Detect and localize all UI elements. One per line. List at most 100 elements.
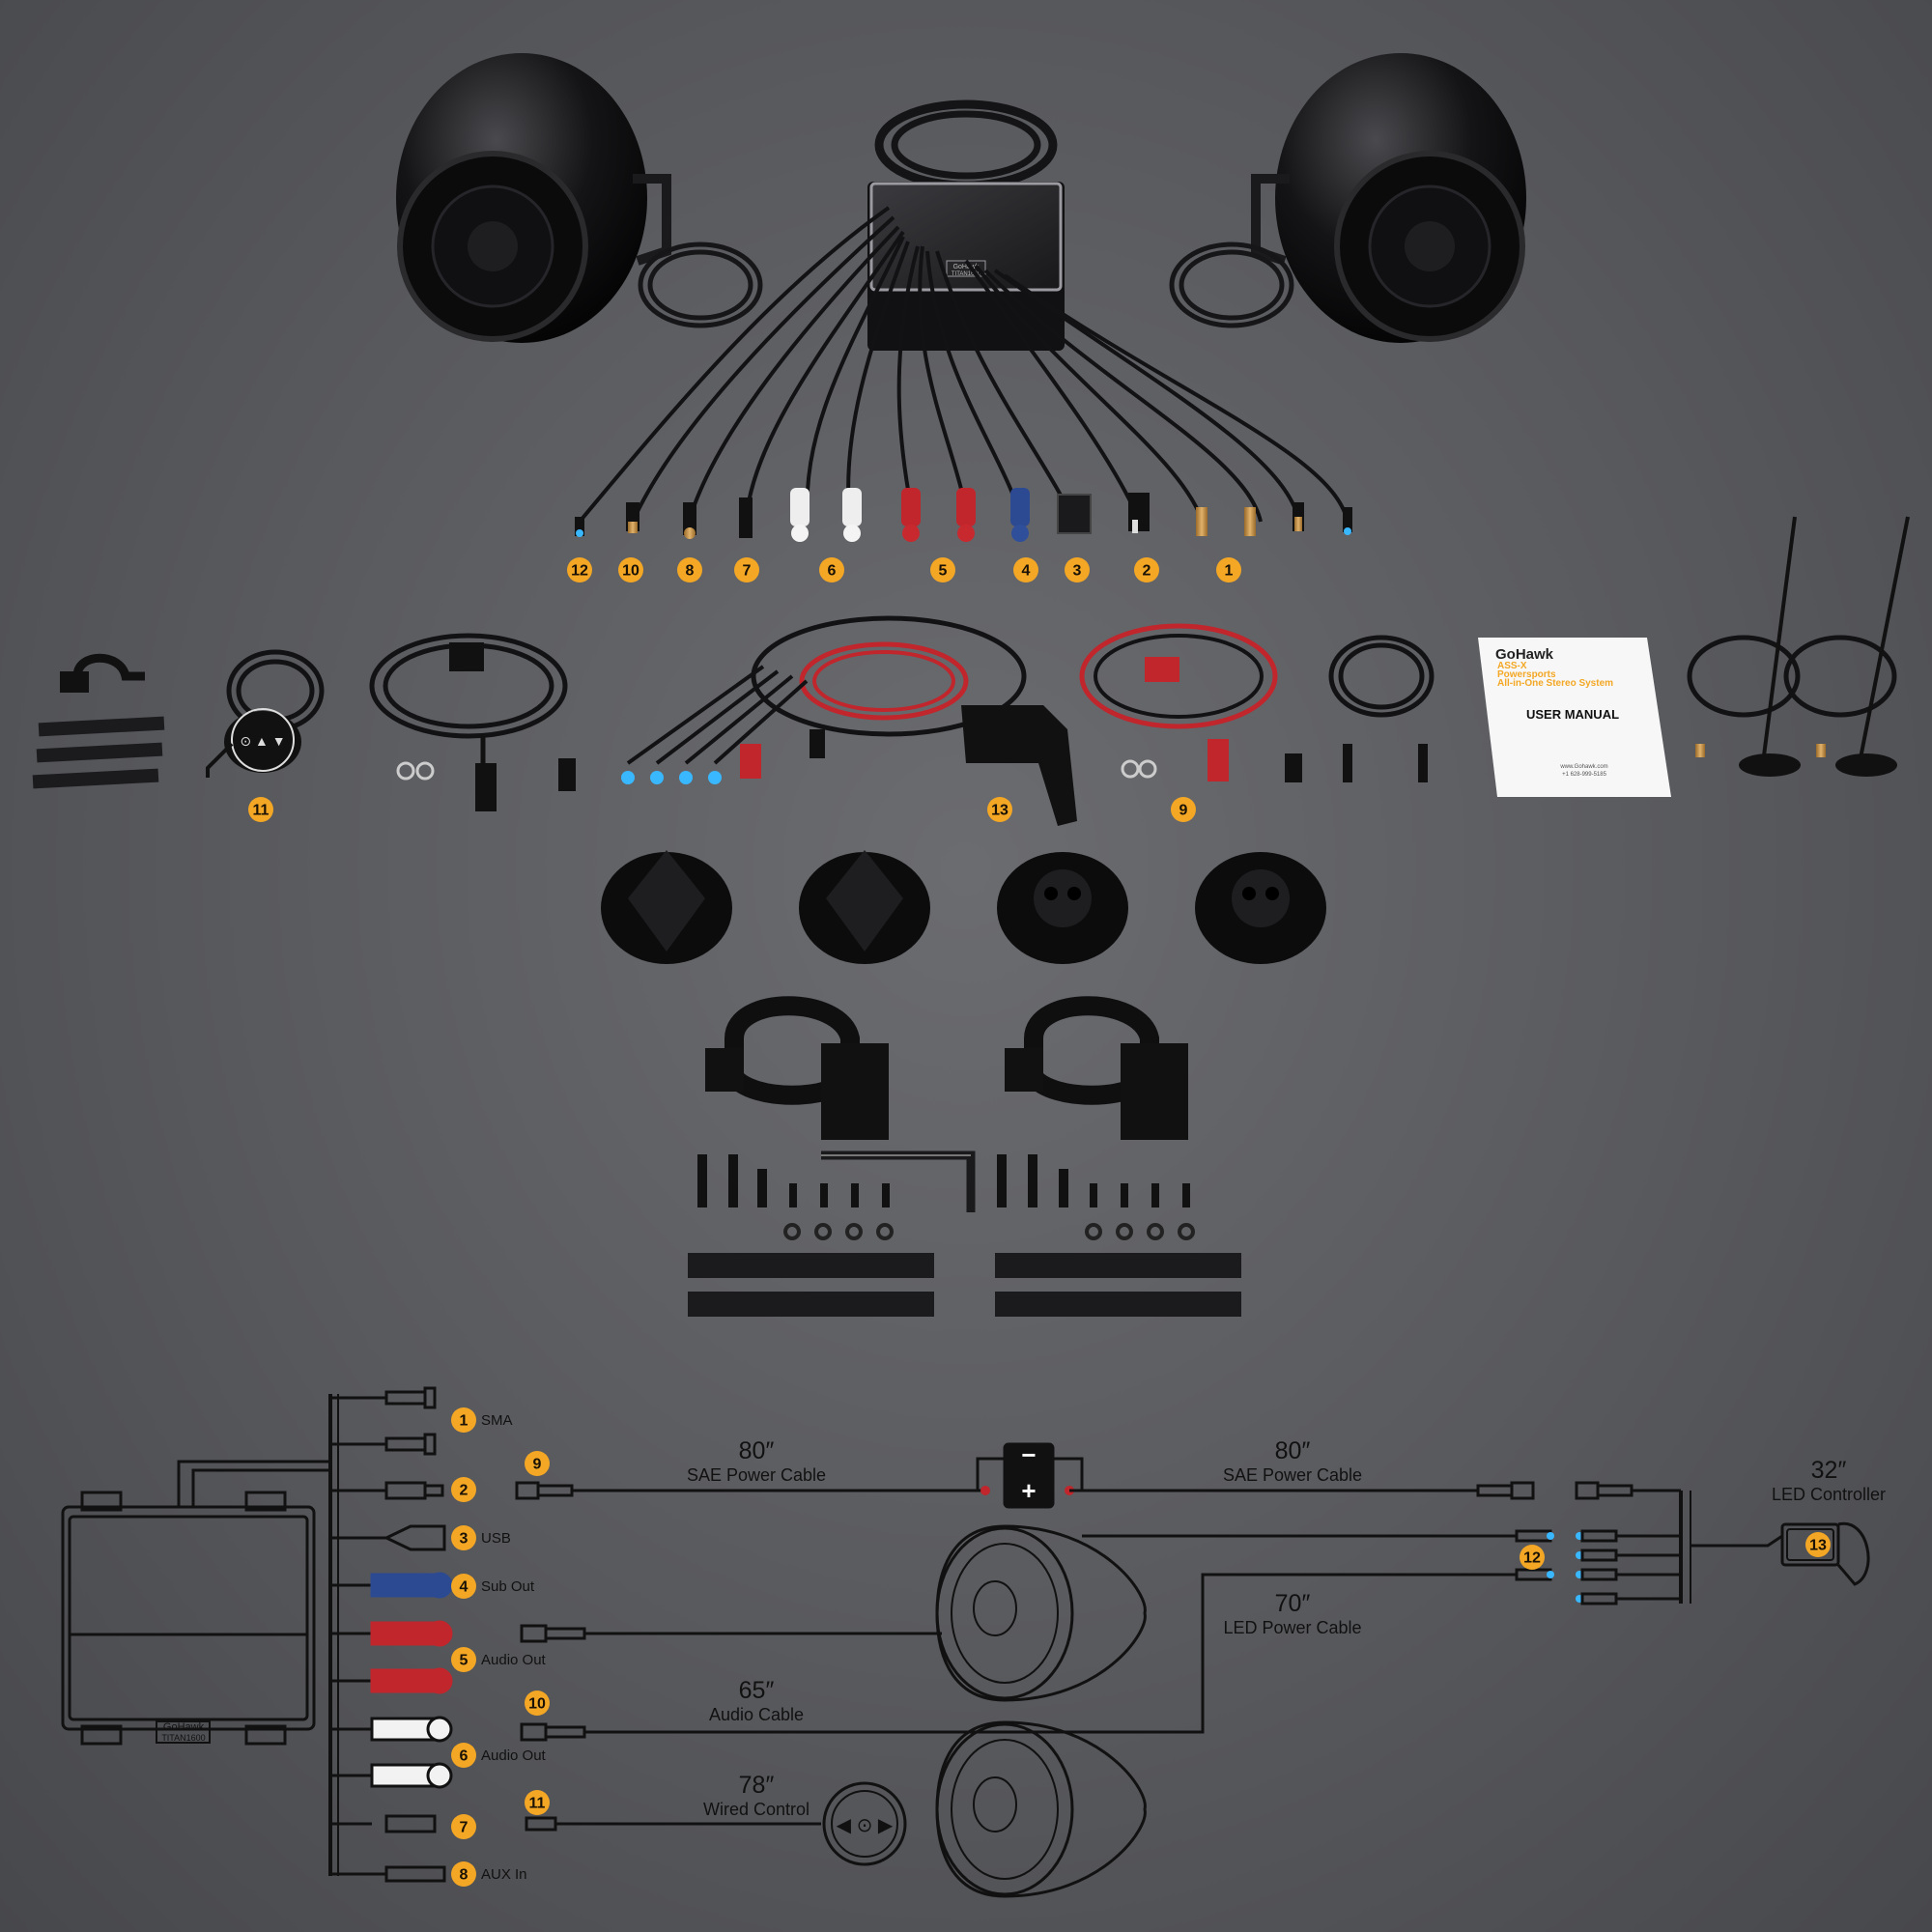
amp-model: TITAN1600 [952, 271, 981, 277]
wired-control-label: Wired Control [703, 1800, 810, 1819]
port-audio-out-red-2 [370, 1667, 453, 1694]
port-usb [383, 1524, 446, 1551]
grille-3 [997, 852, 1128, 964]
connector-plugs [575, 488, 1352, 542]
manual-line-1: ASS-X [1497, 661, 1527, 671]
diagram-callouts: 9 12 13 10 11 [525, 1451, 1831, 1815]
port-aux-in-8 [384, 1865, 446, 1883]
callout-led-controller-circle [987, 797, 1012, 822]
battery-minus: − [1021, 1440, 1036, 1469]
port-callout-1-number: 1 [460, 1413, 469, 1430]
port-callout-6-circle [451, 1743, 476, 1768]
diagram-amp-brand: GoHawk [163, 1721, 205, 1733]
port-sma-1 [384, 1386, 437, 1409]
wiring-diagram: GoHawk TITAN1600 [61, 1386, 1870, 1898]
manual-line-3: All-in-One Stereo System [1497, 678, 1613, 689]
callout-remote-circle [248, 797, 273, 822]
connector-callout-7-circle [734, 557, 759, 582]
port-callout-4: 4 [451, 1574, 476, 1599]
audio-cable-length: 65″ [739, 1677, 775, 1704]
port-label-1: SMA [481, 1412, 513, 1429]
sae-left-length: 80″ [739, 1437, 775, 1464]
port-callout-1-circle [451, 1407, 476, 1433]
callout-wired-control-number: 11 [529, 1796, 546, 1812]
port-label-6: Audio Out [481, 1747, 547, 1764]
manual-line-2: Powersports [1497, 669, 1556, 680]
sae-left-label: SAE Power Cable [687, 1465, 826, 1485]
port-callout-5-number: 5 [460, 1653, 469, 1669]
port-audio-out-red-1 [370, 1620, 453, 1647]
audio-cable-label: Audio Cable [709, 1705, 804, 1724]
callout-audio-cable: 10 [525, 1690, 550, 1716]
remote-face-icon: ⊙ ▲ ▼ [240, 733, 285, 749]
connector-callout-4-circle [1013, 557, 1038, 582]
antennas [1687, 516, 1910, 777]
diagram-speaker-top [935, 1524, 1147, 1702]
connector-callout-12-circle [567, 557, 592, 582]
led-power-harness [369, 633, 576, 811]
connector-callout-7-number: 7 [743, 563, 752, 580]
callout-led-power-circle [1520, 1545, 1545, 1570]
speaker-right [1169, 53, 1526, 343]
port-sub-out [370, 1572, 453, 1599]
connector-callout-8: 8 [677, 557, 702, 582]
connector-callout-1-number: 1 [1225, 563, 1234, 580]
grille-2 [799, 850, 930, 964]
port-callout-2-number: 2 [460, 1483, 469, 1499]
led-controller-label: LED Controller [1772, 1485, 1886, 1504]
port-callout-5-circle [451, 1647, 476, 1672]
port-callout-3-number: 3 [460, 1531, 469, 1548]
port-callout-7: 7 [451, 1814, 476, 1839]
connector-callout-5-number: 5 [939, 563, 948, 580]
port-callout-6-number: 6 [460, 1748, 469, 1765]
callout-wired-control-circle [525, 1790, 550, 1815]
wired-control-length: 78″ [739, 1772, 775, 1799]
callout-sae-cable-number: 9 [533, 1457, 542, 1473]
callout-sae-cable-circle [525, 1451, 550, 1476]
port-callout-3-circle [451, 1525, 476, 1550]
callout-led-controller-number: 13 [991, 803, 1009, 819]
diagram-speaker-bottom [935, 1720, 1147, 1898]
mounting-brackets [705, 996, 1188, 1140]
connector-callout-5: 5 [930, 557, 955, 582]
led-controller-switch [1780, 1521, 1870, 1586]
connector-callout-3-circle [1065, 557, 1090, 582]
callout-power-cable: 9 [1171, 797, 1196, 822]
wired-remote: ⊙ ▲ ▼ [206, 649, 325, 778]
connector-callout-2-number: 2 [1143, 563, 1151, 580]
manual-url: www.Gohawk.com [1559, 764, 1607, 770]
connector-callout-1-circle [1216, 557, 1241, 582]
connector-callout-8-circle [677, 557, 702, 582]
connector-callout-12: 12 [567, 557, 592, 582]
led-power-cable [966, 1534, 1517, 1734]
port-callout-7-number: 7 [460, 1820, 469, 1836]
amplifier: GoHawk TITAN1600 [867, 99, 1065, 351]
amp-brand: GoHawk [953, 264, 980, 270]
manual-phone: +1 628-999-5185 [1562, 772, 1607, 778]
connector-callout-12-number: 12 [571, 563, 588, 580]
port-callout-4-circle [451, 1574, 476, 1599]
port-aux-7 [384, 1814, 437, 1833]
port-callout-4-number: 4 [460, 1579, 469, 1596]
sae-power-cable [1079, 623, 1302, 782]
callout-power-cable-number: 9 [1179, 803, 1188, 819]
callout-remote: 11 [248, 797, 273, 822]
handlebar-clamp-and-pads [32, 653, 165, 789]
port-callout-8-number: 8 [460, 1867, 469, 1884]
callout-led-controller-switch-number: 13 [1809, 1538, 1827, 1554]
connector-callout-10-number: 10 [622, 563, 639, 580]
diagram-labels: 80″ SAE Power Cable 80″ SAE Power Cable … [687, 1437, 1886, 1819]
connector-callout-6: 6 [819, 557, 844, 582]
port-callout-1: 1 [451, 1407, 476, 1433]
accessory-callouts: 11 13 9 [248, 797, 1196, 822]
user-manual: GoHawk ASS-X Powersports All-in-One Ster… [1478, 638, 1671, 797]
connector-callout-3-number: 3 [1073, 563, 1082, 580]
connector-callout-1: 1 [1216, 557, 1241, 582]
wired-control-icon: ◀ ⊙ ▶ [837, 1815, 894, 1836]
led-connectors [1515, 1491, 1783, 1605]
led-controller-length: 32″ [1811, 1457, 1847, 1484]
callout-led-power: 12 [1520, 1545, 1545, 1570]
